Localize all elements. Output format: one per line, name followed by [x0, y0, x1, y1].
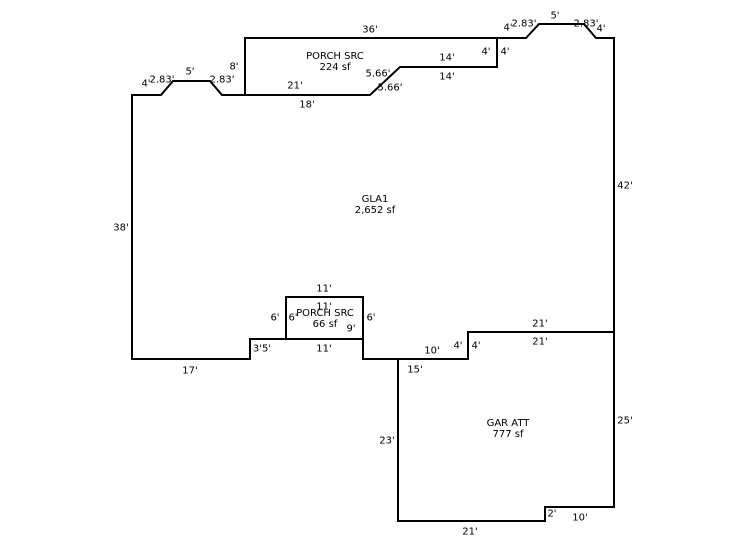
gla1-size: 2,652 sf [354, 205, 396, 216]
dimension-label: 3'5' [252, 343, 272, 355]
dimension-label: 4' [453, 340, 463, 352]
garage-area-label: GAR ATT 777 sf [487, 418, 530, 440]
dimension-label: 6' [270, 312, 280, 324]
dimension-label: 11' [316, 283, 332, 295]
dimension-label: 36' [362, 24, 378, 36]
dimension-label: 17' [182, 365, 198, 377]
gla1-name: GLA1 [361, 194, 389, 205]
dimension-label: 2.83' [573, 18, 599, 30]
dimension-label: 2.83' [209, 74, 235, 86]
garage-divider [397, 331, 615, 360]
dimension-label: 5.66' [365, 68, 391, 80]
dimension-label: 18' [299, 99, 315, 111]
porch-top-outline [244, 37, 498, 96]
dimension-label: 5.66' [377, 82, 403, 94]
dimension-label: 2.83' [511, 18, 537, 30]
dimension-label: 15' [407, 364, 423, 376]
dimension-label: 4' [500, 46, 510, 58]
dimension-label: 4' [503, 22, 513, 34]
dimension-label: 2.83' [149, 74, 175, 86]
dimension-label: 2' [547, 508, 557, 520]
porch-mid-name: PORCH SRC [296, 308, 354, 319]
porch-mid-area-label: PORCH SRC 66 sf [296, 308, 354, 330]
dimension-label: 38' [113, 222, 129, 234]
dimension-label: 14' [439, 52, 455, 64]
dimension-label: 21' [532, 318, 548, 330]
dimension-label: 11' [316, 343, 332, 355]
dimension-label: 5' [550, 10, 560, 22]
dimension-label: 6' [366, 312, 376, 324]
dimension-label: 25' [617, 415, 633, 427]
gla1-area-label: GLA1 2,652 sf [355, 194, 396, 216]
dimension-label: 4' [141, 78, 151, 90]
dimension-label: 14' [439, 71, 455, 83]
dimension-label: 23' [379, 435, 395, 447]
porch-mid-size: 66 sf [312, 319, 338, 330]
dimension-label: 4' [481, 46, 491, 58]
dimension-label: 10' [424, 345, 440, 357]
dimension-label: 6' [288, 312, 298, 324]
garage-name: GAR ATT [486, 418, 530, 429]
dimension-label: 4' [471, 340, 481, 352]
dimension-label: 11' [316, 301, 332, 313]
dimension-label: 5' [185, 66, 195, 78]
dimension-label: 21' [287, 80, 303, 92]
dimension-label: 21' [532, 336, 548, 348]
dimension-label: 9' [346, 323, 356, 335]
main-house-outline [131, 23, 615, 522]
dimension-label: 10' [572, 512, 588, 524]
porch-top-area-label: PORCH SRC 224 sf [306, 51, 364, 73]
dimension-label: 8' [229, 61, 239, 73]
dimension-label: 42' [617, 180, 633, 192]
dimension-label: 4' [596, 23, 606, 35]
porch-top-name: PORCH SRC [306, 51, 364, 62]
dimension-label: 21' [462, 526, 478, 538]
porch-top-size: 224 sf [319, 62, 351, 73]
garage-size: 777 sf [492, 429, 524, 440]
